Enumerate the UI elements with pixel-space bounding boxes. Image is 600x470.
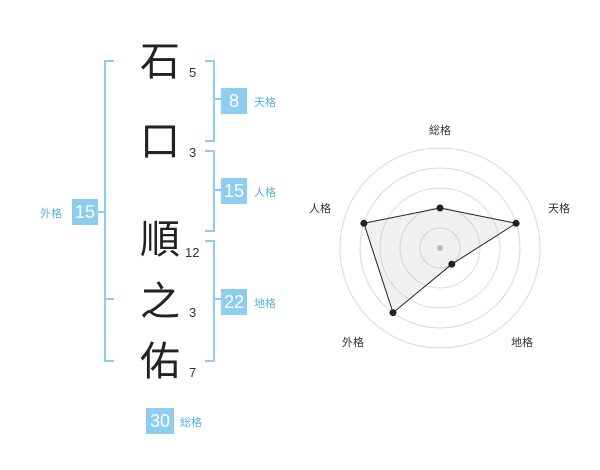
stroke-count-5: 7: [189, 365, 197, 380]
tenkaku-bracket: [205, 60, 215, 142]
name-char-4: 之: [140, 279, 180, 325]
soukaku-label: 総格: [180, 416, 202, 429]
radar-point-3: [448, 260, 456, 268]
jinkaku-badge: 15: [221, 178, 247, 204]
name-char-2: 口: [140, 119, 180, 165]
stroke-count-3: 12: [185, 245, 200, 260]
chikaku-bracket: [205, 240, 215, 362]
radar-center-dot: [437, 245, 443, 251]
tenkaku-tick: [215, 98, 221, 100]
chikaku-tick: [215, 298, 221, 300]
radar-label-chikaku: 地格: [511, 335, 533, 349]
radar-label-soukaku: 総格: [429, 123, 451, 137]
radar-ring-4: [359, 167, 521, 329]
radar-ring-5: [339, 147, 541, 349]
name-char-3: 順: [140, 217, 180, 263]
chikaku-badge: 22: [221, 289, 247, 315]
gaikaku-badge: 15: [72, 199, 98, 225]
radar-label-jinkaku: 人格: [309, 201, 331, 215]
radar-point-5: [360, 219, 368, 227]
name-char-1: 石: [140, 39, 180, 85]
jinkaku-label: 人格: [254, 186, 276, 199]
radar-ring-1: [419, 227, 461, 269]
radar-label-gaikaku: 外格: [342, 335, 364, 349]
radar-point-4: [389, 309, 397, 317]
radar-point-1: [436, 204, 444, 212]
name-char-5: 佑: [140, 339, 180, 385]
gaikaku-tick: [98, 211, 106, 213]
tenkaku-label: 天格: [254, 96, 276, 109]
soukaku-badge: 30: [146, 408, 174, 434]
radar-point-2: [512, 219, 520, 227]
radar-data-polygon: [363, 207, 518, 314]
radar-ring-3: [379, 187, 501, 309]
jinkaku-bracket: [205, 150, 215, 232]
jinkaku-tick: [215, 189, 221, 191]
gaikaku-mid-tick: [104, 298, 114, 300]
chikaku-label: 地格: [254, 297, 276, 310]
radar-chart: 総格 天格 地格 外格 人格: [309, 123, 570, 349]
tenkaku-badge: 8: [221, 88, 247, 114]
radar-label-tenkaku: 天格: [548, 201, 570, 215]
gaikaku-label: 外格: [40, 207, 62, 220]
stroke-count-4: 3: [189, 305, 197, 320]
stroke-count-1: 5: [189, 65, 197, 80]
stroke-count-2: 3: [189, 145, 197, 160]
